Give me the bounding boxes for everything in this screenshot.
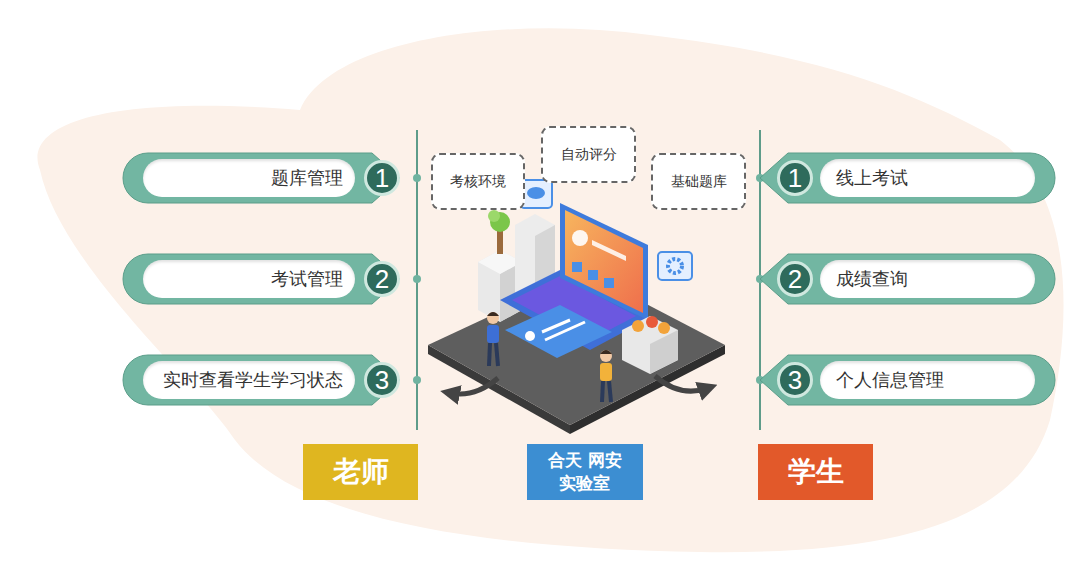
number-text: 1 — [788, 163, 802, 194]
gear-icon — [658, 252, 692, 280]
function-bar: 成绩查询 2 — [760, 254, 1055, 304]
callout-number: 3 — [364, 362, 400, 398]
callout-number: 1 — [364, 160, 400, 196]
number-text: 2 — [788, 264, 802, 295]
platform — [428, 272, 725, 434]
role-label: 老师 — [303, 444, 418, 500]
callout-number: 1 — [777, 160, 813, 196]
feature-box: 考核环境 — [431, 153, 525, 210]
role-text: 合天 网安实验室 — [541, 449, 629, 495]
feature-box: 自动评分 — [541, 126, 636, 183]
person — [600, 350, 612, 402]
bar-label: 线上考试 — [836, 166, 908, 190]
feature-box: 基础题库 — [651, 153, 746, 210]
role-label: 学生 — [758, 444, 873, 500]
feature-label: 自动评分 — [561, 146, 617, 164]
arrow-left — [450, 378, 498, 394]
crate — [622, 316, 678, 374]
number-text: 2 — [375, 264, 389, 295]
role-text: 学生 — [788, 453, 844, 491]
number-text: 1 — [375, 163, 389, 194]
text-pill: 成绩查询 — [820, 260, 1035, 298]
function-bar: 考试管理 2 — [123, 254, 400, 304]
bar-label: 实时查看学生学习状态 — [163, 368, 343, 392]
text-pill: 实时查看学生学习状态 — [143, 361, 355, 399]
callout-number: 3 — [777, 362, 813, 398]
number-text: 3 — [788, 365, 802, 396]
feature-label: 考核环境 — [450, 173, 506, 191]
bar-label: 个人信息管理 — [836, 368, 944, 392]
function-bar: 实时查看学生学习状态 3 — [123, 355, 400, 405]
person — [487, 312, 499, 366]
callout-number: 2 — [364, 261, 400, 297]
bar-label: 考试管理 — [271, 267, 343, 291]
text-pill: 个人信息管理 — [820, 361, 1035, 399]
role-text: 老师 — [333, 453, 389, 491]
bar-label: 成绩查询 — [836, 267, 908, 291]
background-blob — [37, 28, 1063, 552]
function-bar: 题库管理 1 — [123, 153, 400, 203]
function-bar: 个人信息管理 3 — [760, 355, 1055, 405]
function-bar: 线上考试 1 — [760, 153, 1055, 203]
role-label: 合天 网安实验室 — [527, 444, 643, 500]
text-pill: 考试管理 — [143, 260, 355, 298]
callout-number: 2 — [777, 261, 813, 297]
text-pill: 题库管理 — [143, 159, 355, 197]
bar-label: 题库管理 — [271, 166, 343, 190]
arrow-right — [655, 376, 708, 391]
text-pill: 线上考试 — [820, 159, 1035, 197]
info-card — [505, 305, 612, 358]
number-text: 3 — [375, 365, 389, 396]
feature-label: 基础题库 — [671, 173, 727, 191]
